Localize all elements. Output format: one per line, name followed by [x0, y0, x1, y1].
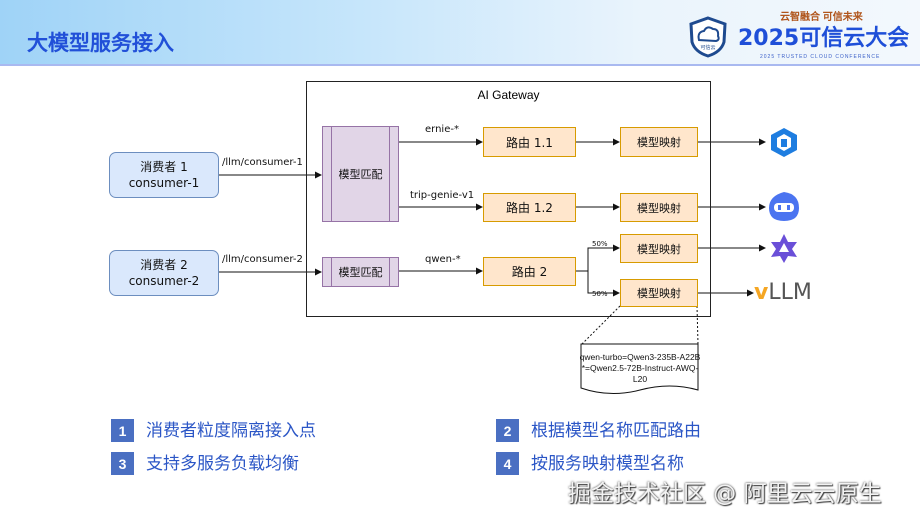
conference-slogan: 云智融合 可信未来: [780, 12, 863, 23]
ai-gateway-container: AI Gateway: [306, 81, 711, 317]
wenxin-icon: [771, 128, 797, 157]
feature-item: 1 消费者粒度隔离接入点: [111, 419, 316, 442]
feature-number: 1: [111, 419, 134, 442]
conference-name: 2025可信云大会: [738, 26, 910, 51]
consumer-2-node: 消费者 2 consumer-2: [109, 250, 219, 296]
feature-text: 按服务映射模型名称: [531, 453, 684, 474]
consumer-id: consumer-1: [128, 176, 200, 190]
feature-number: 3: [111, 452, 134, 475]
trip-genie-icon: [769, 192, 799, 221]
svg-text:可信云: 可信云: [700, 44, 715, 51]
qwen-icon: [771, 234, 797, 263]
model-match-node: 模型匹配: [322, 126, 399, 222]
model-match-node: 模型匹配: [322, 257, 399, 287]
mapping-note-shape: [580, 343, 699, 394]
vllm-logo: vLLM: [754, 280, 812, 305]
feature-text: 根据模型名称匹配路由: [531, 420, 701, 441]
feature-item: 2 根据模型名称匹配路由: [496, 419, 701, 442]
feature-number: 4: [496, 452, 519, 475]
split-label: 50%: [592, 290, 608, 298]
feature-item: 4 按服务映射模型名称: [496, 452, 684, 475]
trusted-cloud-logo: 可信云: [689, 16, 727, 58]
split-label: 50%: [592, 240, 608, 248]
consumer-1-node: 消费者 1 consumer-1: [109, 152, 219, 198]
edge-label: ernie-*: [425, 124, 459, 135]
mapping-note: qwen-turbo=Qwen3-235B-A22B *=Qwen2.5-72B…: [578, 352, 702, 385]
edge-label: trip-genie-v1: [410, 190, 475, 201]
consumer-name: 消费者 2: [140, 258, 188, 272]
model-mapping-node: 模型映射: [620, 279, 698, 307]
model-mapping-node: 模型映射: [620, 127, 698, 157]
consumer-1-path: /llm/consumer-1: [222, 157, 303, 168]
gateway-title: AI Gateway: [477, 88, 540, 102]
route-node: 路由 2: [483, 257, 576, 286]
consumer-2-path: /llm/consumer-2: [222, 254, 303, 265]
consumer-name: 消费者 1: [140, 160, 188, 174]
model-mapping-node: 模型映射: [620, 234, 698, 263]
mapping-rule: *=Qwen2.5-72B-Instruct-AWQ-L20: [581, 363, 699, 384]
watermark: 掘金技术社区 @ 阿里云云原生: [568, 481, 882, 507]
header-banner: 大模型服务接入 可信云 云智融合 可信未来 2025可信云大会 2025 TRU…: [0, 0, 920, 66]
feature-text: 支持多服务负载均衡: [146, 453, 299, 474]
feature-text: 消费者粒度隔离接入点: [146, 420, 316, 441]
arrow-route2-split: [575, 247, 619, 294]
note-link: [581, 305, 621, 345]
route-node: 路由 1.2: [483, 193, 576, 222]
edge-label: qwen-*: [425, 254, 461, 265]
route-node: 路由 1.1: [483, 127, 576, 157]
consumer-id: consumer-2: [128, 274, 200, 288]
feature-item: 3 支持多服务负载均衡: [111, 452, 299, 475]
conference-name-en: 2025 TRUSTED CLOUD CONFERENCE: [760, 54, 881, 60]
mapping-rule: qwen-turbo=Qwen3-235B-A22B: [579, 352, 701, 362]
page-title: 大模型服务接入: [27, 31, 174, 55]
feature-number: 2: [496, 419, 519, 442]
model-mapping-node: 模型映射: [620, 193, 698, 222]
